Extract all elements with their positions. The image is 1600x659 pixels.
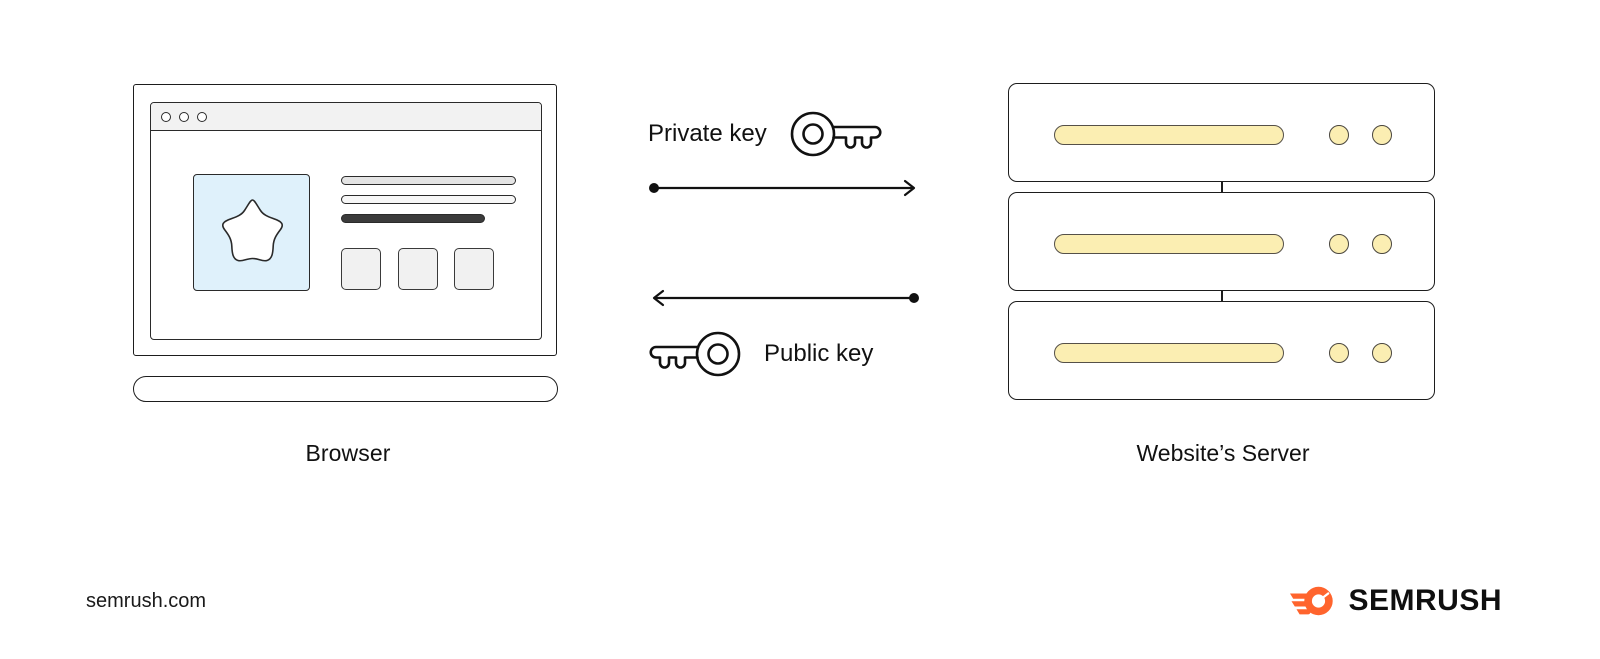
server-caption: Website’s Server — [1136, 440, 1310, 466]
laptop-base — [133, 376, 558, 402]
server-unit — [1008, 301, 1435, 400]
semrush-logo: SEMRUSH — [1290, 583, 1502, 619]
content-tile — [398, 248, 438, 290]
semrush-wordmark: SEMRUSH — [1348, 584, 1502, 617]
server-unit — [1008, 192, 1435, 291]
server-connector — [1221, 182, 1223, 193]
server-slot — [1054, 343, 1284, 363]
content-text-bar — [341, 214, 485, 223]
server-led — [1329, 125, 1349, 145]
server-led — [1329, 343, 1349, 363]
server-slot — [1054, 125, 1284, 145]
server-led — [1372, 234, 1392, 254]
server-led — [1372, 125, 1392, 145]
content-tile — [341, 248, 381, 290]
window-dot-close-icon — [161, 111, 171, 122]
arrow-right-icon — [649, 179, 916, 197]
hero-image-placeholder — [193, 174, 310, 291]
window-dot-minimize-icon — [179, 111, 189, 122]
private-key-label: Private key — [648, 120, 767, 147]
server-unit — [1008, 83, 1435, 182]
laptop-lid — [133, 84, 557, 356]
private-key-row: Private key — [648, 108, 883, 160]
content-tile — [454, 248, 494, 290]
browser-window — [150, 102, 542, 340]
server-stack — [1008, 83, 1438, 403]
browser-device — [133, 84, 563, 404]
public-key-label: Public key — [764, 340, 874, 367]
server-led — [1372, 343, 1392, 363]
star-icon — [221, 199, 284, 262]
key-icon — [649, 331, 741, 377]
footer-source-url: semrush.com — [86, 590, 207, 612]
server-connector — [1221, 291, 1223, 302]
browser-titlebar — [151, 103, 541, 131]
content-text-bar — [341, 195, 516, 204]
key-icon — [790, 111, 882, 157]
semrush-comet-icon — [1290, 586, 1334, 616]
arrow-left-icon — [652, 289, 919, 307]
key-exchange-group: Private key — [640, 100, 940, 390]
browser-caption: Browser — [305, 440, 391, 466]
server-slot — [1054, 234, 1284, 254]
window-dot-maximize-icon — [197, 111, 207, 122]
public-key-row: Public key — [648, 328, 873, 380]
server-led — [1329, 234, 1349, 254]
content-text-bar — [341, 176, 516, 185]
